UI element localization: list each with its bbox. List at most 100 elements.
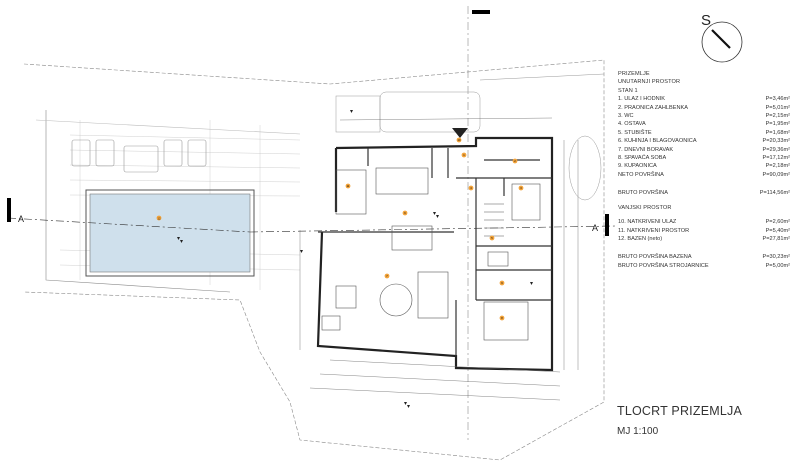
legend-row: 6. KUHINJA I BLAGOVAONICA P=20,33m² — [618, 137, 790, 145]
room-marker-10: 10 — [458, 138, 461, 142]
legend-pool-gross-area: P=30,23m² — [762, 254, 790, 261]
svg-text:12: 12 — [158, 217, 161, 221]
legend-row-number: 7. — [618, 146, 623, 153]
legend-gross-label: BRUTO POVRŠINA — [618, 190, 668, 197]
legend-row-area: P=3,46m² — [765, 96, 790, 103]
room-marker-11: 11 — [347, 184, 350, 188]
legend-row-name: 8. SPAVAĆA SOBA — [618, 154, 666, 162]
legend-row: 7. DNEVNI BORAVAK P=29,36m² — [618, 146, 790, 154]
legend-row-number: 6. — [618, 138, 623, 145]
legend-pool-gross-label: BRUTO POVRŠINA BAZENA — [618, 254, 692, 261]
legend-row: 9. KUPAONICA P=2,18m² — [618, 162, 790, 170]
drawing-scale: MJ 1:100 — [617, 426, 659, 437]
legend-row-name: 5. STUBIŠTE — [618, 129, 652, 137]
legend-row-area: P=2,15m² — [765, 113, 790, 120]
legend-row-area: P=2,60m² — [765, 219, 790, 226]
house-walls — [316, 136, 554, 372]
legend-row-label: PRAONICA ZAHLBENKA — [624, 104, 688, 111]
legend-row-name: 2. PRAONICA ZAHLBENKA — [618, 104, 688, 112]
legend-row-label: BAZEN (neto) — [627, 235, 663, 242]
legend-row-name: 10. NATKRIVENI ULAZ — [618, 218, 676, 226]
legend-row-number: 10. — [618, 219, 626, 226]
legend-row-label: OSTAVA — [624, 121, 646, 128]
parking-area — [335, 73, 605, 201]
legend-row-number: 12. — [618, 235, 626, 242]
legend-row-name: 12. BAZEN (neto) — [618, 235, 662, 243]
legend-row: 8. SPAVAĆA SOBA P=17,12m² — [618, 154, 790, 162]
legend-title: PRIZEMLJE — [618, 71, 650, 77]
legend-row-label: DNEVNI BORAVAK — [624, 146, 674, 153]
swimming-pool: 12 — [85, 189, 255, 277]
north-label: S — [701, 12, 712, 29]
legend-row-number: 4. — [618, 121, 623, 128]
legend-row-label: WC — [624, 113, 634, 120]
entrance-arrow — [452, 128, 468, 138]
legend-row-label: NATKRIVENI ULAZ — [627, 219, 677, 226]
legend-machine-room-row: BRUTO POVRŠINA STROJARNICE P=5,00m² — [618, 262, 790, 270]
room-marker-1: 1 — [463, 153, 465, 157]
legend-row-label: NATKRIVENI PROSTOR — [626, 227, 690, 234]
legend-row-name: 11. NATKRIVENI PROSTOR — [618, 227, 689, 235]
legend-row: 12. BAZEN (neto) P=27,81m² — [618, 235, 790, 243]
legend-unit: STAN 1 — [618, 87, 638, 94]
legend-row-name: 4. OSTAVA — [618, 120, 646, 128]
legend-row-name: 3. WC — [618, 112, 634, 120]
legend-net-area: P=90,09m² — [762, 171, 790, 178]
room-marker-4: 4 — [470, 186, 472, 190]
north-arrow-icon — [701, 21, 743, 63]
legend-row-label: STUBIŠTE — [624, 129, 652, 136]
legend-machine-room-label: BRUTO POVRŠINA STROJARNICE — [618, 262, 709, 269]
legend-net-label: NETO POVRŠINA — [618, 171, 664, 178]
legend-row-number: 2. — [618, 104, 623, 111]
legend-gross-area: P=114,56m² — [759, 190, 790, 197]
legend-row: 11. NATKRIVENI PROSTOR P=5,40m² — [618, 227, 790, 235]
room-marker-8: 8 — [501, 316, 503, 320]
legend-row-label: SPAVAĆA SOBA — [624, 155, 667, 162]
legend-row-label: KUPAONICA — [624, 163, 657, 170]
section-line-a-a — [7, 6, 616, 440]
legend-row: 5. STUBIŠTE P=1,68m² — [618, 129, 790, 137]
legend-row-area: P=17,12m² — [762, 155, 790, 162]
legend-machine-room-area: P=5,00m² — [765, 262, 790, 269]
legend-interior-heading: UNUTARNJI PROSTOR — [618, 79, 681, 86]
legend-row-area: P=5,01m² — [765, 104, 790, 111]
legend-row-label: KUHINJA I BLAGOVAONICA — [624, 138, 697, 145]
dimension-lines — [299, 117, 579, 401]
section-label-right: A — [592, 223, 599, 233]
legend-row-area: P=5,40m² — [765, 227, 790, 234]
room-marker-6: 6 — [404, 211, 406, 215]
legend-row: 3. WC P=2,15m² — [618, 112, 790, 120]
legend-row-area: P=1,68m² — [765, 129, 790, 136]
legend-row-name: 6. KUHINJA I BLAGOVAONICA — [618, 137, 697, 145]
legend-row-name: 1. ULAZ I HODNIK — [618, 95, 665, 103]
legend-row-name: 7. DNEVNI BORAVAK — [618, 146, 673, 154]
legend-row-area: P=20,33m² — [762, 138, 790, 145]
legend-row-number: 9. — [618, 163, 623, 170]
drawing-title: TLOCRT PRIZEMLJA — [617, 404, 742, 418]
legend-row: 10. NATKRIVENI ULAZ P=2,60m² — [618, 218, 790, 226]
legend-exterior-heading: VANJSKI PROSTOR — [618, 204, 672, 211]
area-legend: PRIZEMLJE UNUTARNJI PROSTOR STAN 1 1. UL… — [618, 70, 790, 270]
legend-row-number: 1. — [618, 96, 623, 103]
legend-pool-gross-row: BRUTO POVRŠINA BAZENA P=30,23m² — [618, 253, 790, 261]
room-marker-2: 2 — [514, 159, 516, 163]
room-marker-5: 5 — [491, 236, 493, 240]
legend-row-name: 9. KUPAONICA — [618, 162, 657, 170]
room-marker-3: 3 — [520, 186, 522, 190]
room-marker-9: 9 — [501, 281, 503, 285]
legend-row-area: P=29,36m² — [762, 146, 790, 153]
legend-row-number: 3. — [618, 113, 623, 120]
legend-row-label: ULAZ I HODNIK — [624, 96, 665, 103]
room-marker-7: 7 — [386, 274, 388, 278]
legend-row: 1. ULAZ I HODNIK P=3,46m² — [618, 95, 790, 103]
legend-row: 2. PRAONICA ZAHLBENKA P=5,01m² — [618, 104, 790, 112]
legend-gross-row: BRUTO POVRŠINA P=114,56m² — [618, 189, 790, 197]
legend-net-row: NETO POVRŠINA P=90,09m² — [618, 171, 790, 179]
legend-row-area: P=2,18m² — [765, 163, 790, 170]
legend-row-number: 11. — [618, 227, 626, 234]
legend-row-area: P=27,81m² — [762, 235, 790, 242]
